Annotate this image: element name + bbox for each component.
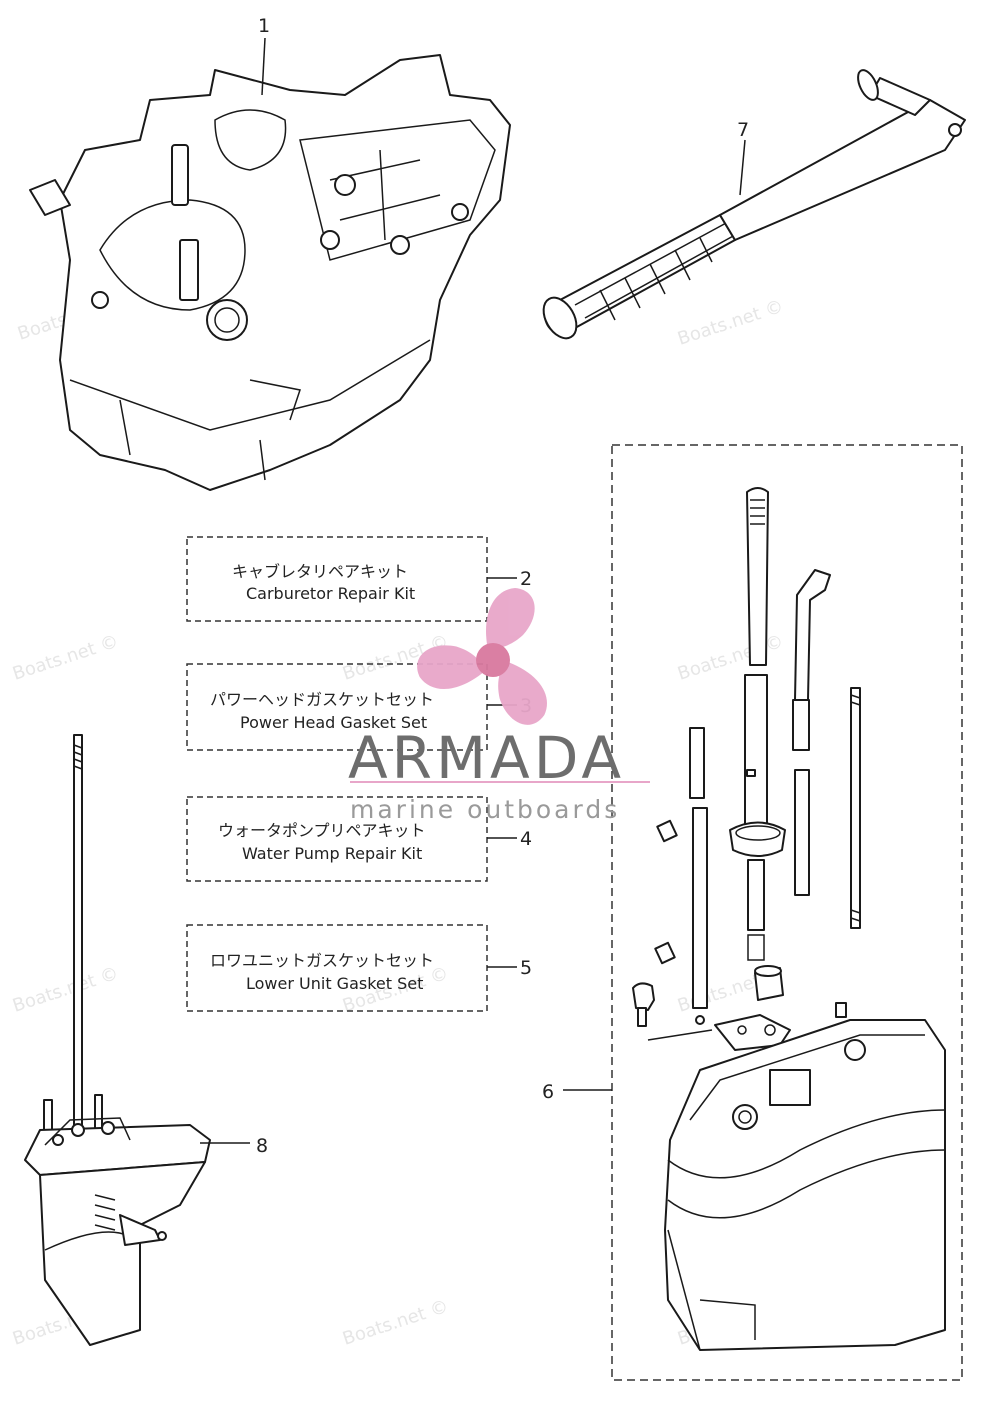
propeller-icon — [417, 588, 547, 725]
callout-2: 2 — [520, 568, 532, 590]
kit-box-frame — [186, 924, 488, 1012]
kit-box-water-pump: ウォータポンプリペアキット Water Pump Repair Kit 4 — [186, 796, 532, 882]
watermark: Boats.net © — [675, 296, 786, 350]
kit-name-jp: パワーヘッドガスケットセット — [210, 690, 434, 709]
leader-line-7 — [739, 139, 746, 196]
kit-box-frame — [186, 663, 488, 751]
kit-name-jp: ロワユニットガスケットセット — [210, 951, 434, 970]
tiller-handle-illustration — [542, 69, 966, 340]
watermark: Boats.net © — [10, 963, 121, 1017]
kit-name-jp: キャブレタリペアキット — [232, 562, 408, 581]
kit-name-en: Carburetor Repair Kit — [246, 584, 415, 603]
logo-wordmark: ARMADA — [348, 724, 625, 792]
kit-name-en: Lower Unit Gasket Set — [246, 974, 423, 993]
callout-5: 5 — [520, 957, 532, 979]
fittings-illustration — [632, 965, 847, 1051]
brand-logo: ARMADA marine outboards — [348, 588, 650, 824]
kit-box-carburetor: キャブレタリペアキット Carburetor Repair Kit 2 — [186, 536, 532, 622]
watermark: Boats.net © — [340, 1296, 451, 1350]
callout-1: 1 — [258, 15, 270, 37]
watermark: Boats.net © — [10, 631, 121, 685]
kit-name-en: Water Pump Repair Kit — [242, 844, 422, 863]
callout-7: 7 — [737, 119, 749, 141]
watermark: Boats.net © — [675, 631, 786, 685]
power-head-illustration — [29, 54, 511, 491]
driveshaft-illustration — [729, 487, 786, 961]
lower-unit-illustration — [24, 734, 211, 1346]
kit-box-lower-unit-gasket: ロワユニットガスケットセット Lower Unit Gasket Set 5 — [186, 924, 532, 1012]
part-6-group-frame — [611, 444, 963, 1381]
kit-box-frame — [186, 796, 488, 882]
kit-name-en: Power Head Gasket Set — [240, 713, 427, 732]
callout-4: 4 — [520, 828, 532, 850]
kit-name-jp: ウォータポンプリペアキット — [218, 821, 426, 840]
shift-rod-illustration — [654, 727, 708, 1025]
callout-8: 8 — [256, 1135, 268, 1157]
stud-bolt-illustration — [850, 687, 861, 929]
logo-tagline: marine outboards — [350, 795, 620, 824]
drive-shaft-housing-illustration — [664, 1019, 946, 1351]
callout-6: 6 — [542, 1081, 554, 1103]
water-tube-illustration — [792, 569, 831, 896]
leader-line-1 — [261, 37, 266, 96]
kit-box-frame — [186, 536, 488, 622]
